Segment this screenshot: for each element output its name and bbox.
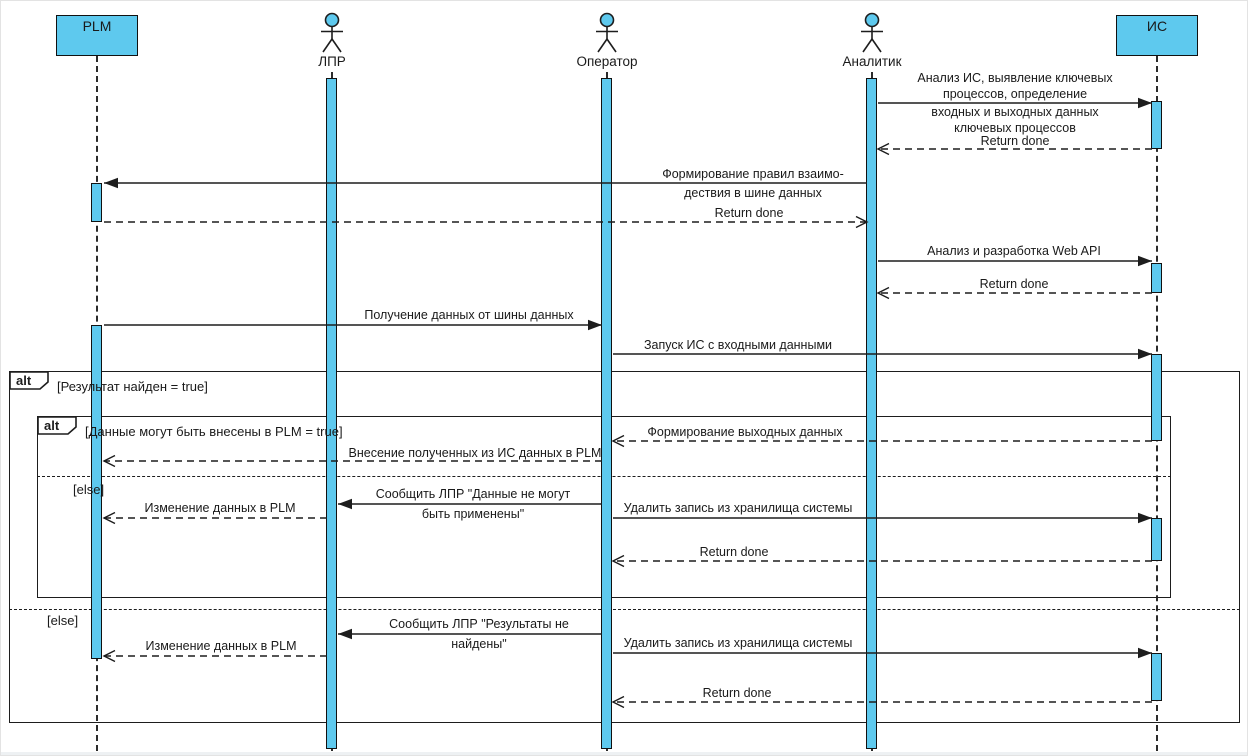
svg-text:alt: alt [44, 418, 60, 433]
participant-head-plm: PLM [56, 15, 138, 56]
message-arrow-10 [338, 498, 602, 510]
message-arrow-2 [104, 177, 867, 189]
else-label-1-0: [else] [73, 482, 105, 497]
message-arrow-11 [102, 511, 327, 525]
message-label-0-2: входных и выходных данных [931, 105, 1099, 119]
activation-is-5 [1151, 101, 1162, 149]
actor-icon-analyst [861, 12, 883, 53]
activation-operator-1 [601, 78, 612, 749]
participant-label-operator: Оператор [576, 54, 638, 69]
alt-operator-label-0: alt [9, 371, 49, 390]
message-arrow-15 [102, 649, 327, 663]
message-label-0-3: ключевых процессов [954, 121, 1076, 135]
message-label-8-0: Формирование выходных данных [647, 425, 843, 439]
message-label-17-0: Return done [702, 686, 772, 700]
message-arrow-5 [876, 286, 1152, 300]
message-label-15-0: Изменение данных в PLM [145, 639, 297, 653]
message-arrow-17 [611, 695, 1152, 709]
message-label-0-0: Анализ ИС, выявление ключевых [917, 71, 1113, 85]
activation-analyst-2 [866, 78, 877, 749]
activation-is-9 [1151, 653, 1162, 701]
message-label-3-0: Return done [714, 206, 784, 220]
message-arrow-1 [876, 142, 1152, 156]
activation-is-8 [1151, 518, 1162, 561]
message-arrow-4 [878, 255, 1152, 267]
message-label-16-0: Удалить запись из хранилища системы [623, 636, 853, 650]
message-label-10-0: Сообщить ЛПР "Данные не могут [375, 487, 571, 501]
message-label-2-0: Формирование правил взаимо- [662, 167, 844, 181]
message-label-13-0: Return done [699, 545, 769, 559]
activation-plm-3 [91, 183, 102, 222]
message-label-14-1: найдены" [451, 637, 507, 651]
message-arrow-9 [102, 454, 602, 468]
participant-head-is: ИС [1116, 15, 1198, 56]
participant-label-analyst: Аналитик [842, 54, 902, 69]
alt-operator-label-1: alt [37, 416, 77, 435]
message-label-14-0: Сообщить ЛПР "Результаты не [389, 617, 569, 631]
else-label-0-0: [else] [47, 613, 79, 628]
message-arrow-16 [613, 647, 1152, 659]
actor-icon-operator [596, 12, 618, 53]
activation-is-7 [1151, 354, 1162, 441]
message-label-12-0: Удалить запись из хранилища системы [623, 501, 853, 515]
message-label-5-0: Return done [979, 277, 1049, 291]
message-arrow-0 [878, 97, 1152, 109]
message-label-9-0: Внесение полученных из ИС данных в PLM [348, 446, 602, 460]
message-label-1-0: Return done [980, 134, 1050, 148]
alt-frame-0 [9, 371, 1240, 723]
message-label-10-1: быть применены" [421, 507, 525, 521]
participant-label-plm: PLM [82, 18, 112, 34]
message-arrow-8 [611, 434, 1152, 448]
message-label-2-1: дествия в шине данных [684, 186, 822, 200]
message-arrow-14 [338, 628, 602, 640]
message-label-11-0: Изменение данных в PLM [144, 501, 296, 515]
message-label-7-0: Запуск ИС с входными данными [643, 338, 833, 352]
message-label-4-0: Анализ и разработка Web API [927, 244, 1101, 258]
activation-is-6 [1151, 263, 1162, 293]
message-arrow-12 [613, 512, 1152, 524]
message-label-0-1: процессов, определение [942, 87, 1088, 101]
guard-label-1: [Данные могут быть внесены в PLM = true] [85, 424, 343, 439]
guard-label-0: [Результат найден = true] [57, 379, 208, 394]
else-divider-0-0 [9, 609, 1240, 610]
message-label-6-0: Получение данных от шины данных [364, 308, 574, 322]
message-arrow-6 [104, 319, 602, 331]
participant-label-lpr: ЛПР [318, 54, 346, 69]
message-arrow-3 [104, 215, 869, 229]
activation-plm-4 [91, 325, 102, 659]
activation-lpr-0 [326, 78, 337, 749]
participant-label-is: ИС [1146, 18, 1168, 34]
message-arrow-7 [613, 348, 1152, 360]
svg-text:alt: alt [16, 373, 32, 388]
message-arrow-13 [611, 554, 1152, 568]
actor-icon-lpr [321, 12, 343, 53]
window-bottom-edge [1, 752, 1247, 755]
